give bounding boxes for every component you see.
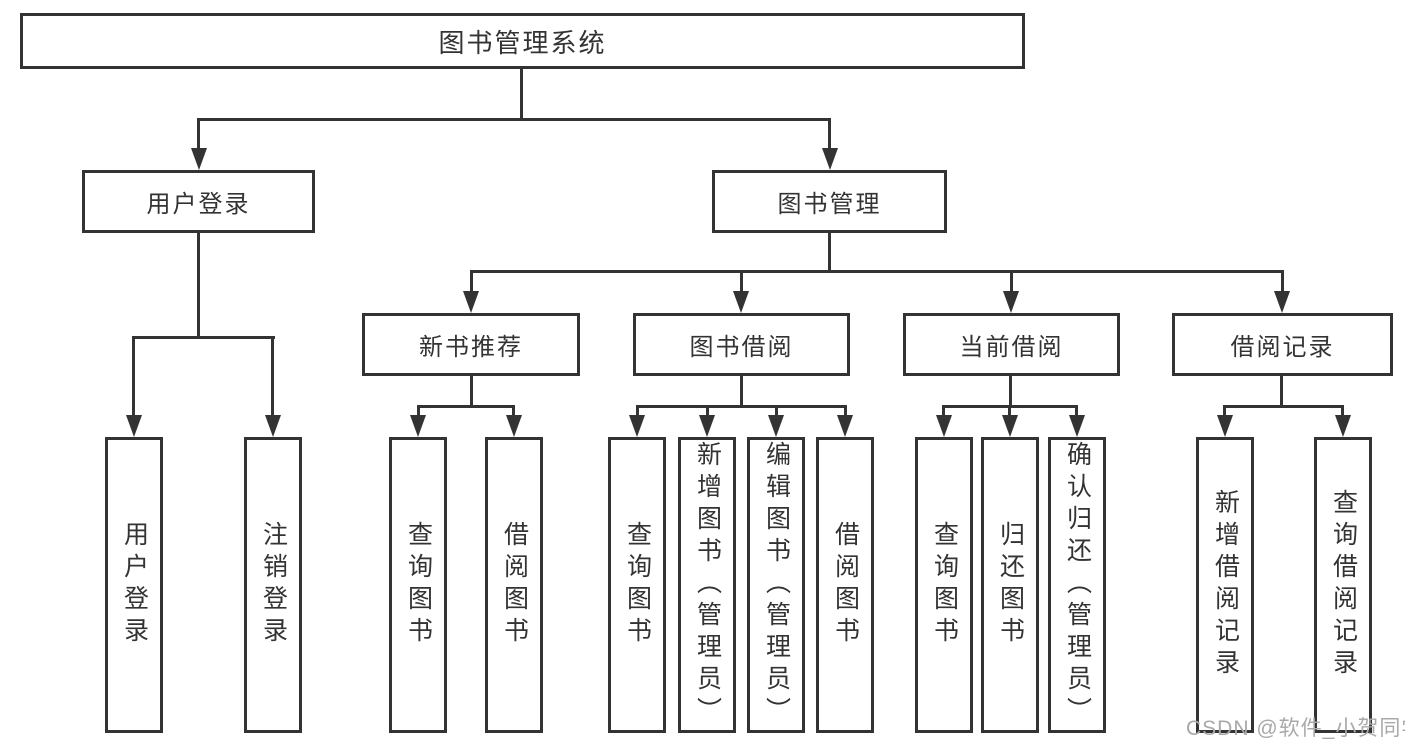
arrow-down [936, 415, 952, 437]
leaf-borrow-books-borrowing-label: 借阅图书 [831, 521, 860, 649]
node-user-login-label: 用户登录 [146, 191, 251, 218]
leaf-query-borrow-record: 查询借阅记录 [1314, 437, 1372, 733]
connector-line [1009, 376, 1012, 407]
connector-line [942, 405, 945, 417]
connector-line [828, 233, 831, 273]
arrow-down [1069, 415, 1085, 437]
leaf-logout-label: 注销登录 [259, 521, 288, 649]
node-borrowing-records-label: 借阅记录 [1230, 334, 1335, 361]
leaf-return-books-label: 归还图书 [996, 521, 1025, 649]
leaf-query-books-recommend: 查询图书 [389, 437, 447, 733]
connector-line [636, 405, 846, 408]
arrow-down [191, 148, 207, 170]
arrow-down [1335, 415, 1351, 437]
connector-line [636, 405, 639, 417]
connector-line [828, 118, 831, 150]
leaf-user-login: 用户登录 [105, 437, 163, 733]
leaf-borrow-books-borrowing: 借阅图书 [816, 437, 874, 733]
leaf-logout: 注销登录 [244, 437, 302, 733]
connector-line [417, 405, 420, 417]
arrow-down [463, 291, 479, 313]
node-root: 图书管理系统 [20, 13, 1025, 69]
arrow-down [265, 415, 281, 437]
connector-line [470, 376, 473, 407]
node-borrowing-records: 借阅记录 [1172, 313, 1393, 376]
connector-line [132, 336, 135, 417]
leaf-add-books-admin-label: 新增图书（管理员） [693, 441, 722, 729]
connector-line [198, 118, 831, 121]
leaf-query-books-borrowing-label: 查询图书 [623, 521, 652, 649]
arrow-down [768, 415, 784, 437]
connector-line [271, 336, 274, 417]
watermark-text: CSDN @软件_小贺同学 [1186, 717, 1405, 740]
connector-line [470, 270, 473, 293]
arrow-down [410, 415, 426, 437]
leaf-add-borrow-record: 新增借阅记录 [1196, 437, 1254, 733]
arrow-down [1003, 291, 1019, 313]
leaf-add-borrow-record-label: 新增借阅记录 [1211, 489, 1240, 681]
leaf-return-books: 归还图书 [981, 437, 1039, 733]
leaf-confirm-return-admin: 确认归还（管理员） [1048, 437, 1106, 733]
connector-line [417, 405, 515, 408]
leaf-query-books-current-label: 查询图书 [930, 521, 959, 649]
arrow-down [733, 291, 749, 313]
leaf-add-books-admin: 新增图书（管理员） [678, 437, 736, 733]
connector-line [1224, 405, 1344, 408]
arrow-down [1274, 291, 1290, 313]
arrow-down [1002, 415, 1018, 437]
arrow-down [506, 415, 522, 437]
connector-line [470, 270, 1283, 273]
connector-line [1281, 270, 1284, 293]
connector-line [1075, 405, 1078, 417]
node-current-borrowing: 当前借阅 [903, 313, 1120, 376]
leaf-query-borrow-record-label: 查询借阅记录 [1329, 489, 1358, 681]
connector-line [197, 118, 200, 150]
arrow-down [822, 148, 838, 170]
leaf-edit-books-admin: 编辑图书（管理员） [747, 437, 805, 733]
node-user-login: 用户登录 [82, 170, 315, 233]
leaf-user-login-label: 用户登录 [120, 521, 149, 649]
leaf-confirm-return-admin-label: 确认归还（管理员） [1063, 441, 1092, 729]
arrow-down [699, 415, 715, 437]
node-new-book-recommend: 新书推荐 [362, 313, 580, 376]
connector-line [1341, 405, 1344, 417]
connector-line [197, 233, 200, 338]
leaf-edit-books-admin-label: 编辑图书（管理员） [762, 441, 791, 729]
arrow-down [629, 415, 645, 437]
leaf-query-books-recommend-label: 查询图书 [404, 521, 433, 649]
connector-line [740, 376, 743, 407]
leaf-borrow-books-recommend-label: 借阅图书 [500, 521, 529, 649]
arrow-down [1217, 415, 1233, 437]
leaf-query-books-borrowing: 查询图书 [608, 437, 666, 733]
connector-line [706, 405, 709, 417]
leaf-query-books-current: 查询图书 [915, 437, 973, 733]
arrow-down [126, 415, 142, 437]
connector-line [775, 405, 778, 417]
leaf-borrow-books-recommend: 借阅图书 [485, 437, 543, 733]
connector-line [1008, 405, 1011, 417]
node-root-label: 图书管理系统 [438, 27, 607, 58]
node-book-management: 图书管理 [712, 170, 947, 233]
node-new-book-recommend-label: 新书推荐 [419, 334, 523, 361]
connector-line [1280, 376, 1283, 407]
node-book-management-label: 图书管理 [777, 191, 882, 218]
node-book-borrowing-label: 图书借阅 [689, 334, 794, 361]
connector-line [512, 405, 515, 417]
connector-line [133, 336, 275, 339]
node-book-borrowing: 图书借阅 [633, 313, 850, 376]
connector-line [1223, 405, 1226, 417]
arrow-down [837, 415, 853, 437]
node-current-borrowing-label: 当前借阅 [959, 334, 1064, 361]
connector-line [1010, 270, 1013, 293]
connector-line [844, 405, 847, 417]
connector-line [520, 69, 523, 120]
connector-line [740, 270, 743, 293]
